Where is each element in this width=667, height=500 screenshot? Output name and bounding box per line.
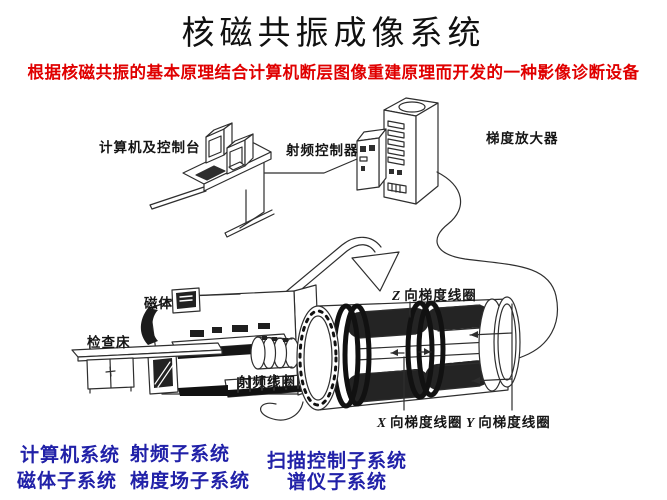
page-subtitle: 根据核磁共振的基本原理结合计算机断层图像重建原理而开发的一种影像诊断设备: [27, 64, 640, 82]
y-axis-letter: Y: [466, 415, 476, 430]
z-axis-letter: Z: [392, 288, 402, 303]
label-magnet: 磁体: [144, 296, 173, 311]
gradient-amplifier-drawing: [383, 97, 439, 205]
label-gradient-amplifier: 梯度放大器: [486, 131, 559, 146]
rf-controller-drawing: [356, 128, 387, 191]
subsystem-computer: 计算机系统: [20, 445, 121, 466]
x-axis-letter: X: [377, 415, 388, 430]
subsystem-scan-control: 扫描控制子系统: [267, 451, 408, 472]
rf-coil-drawing: [250, 336, 318, 370]
label-exam-bed: 检查床: [87, 335, 131, 350]
subsystem-gradient-field: 梯度场子系统: [130, 471, 251, 492]
subsystem-rf: 射频子系统: [130, 444, 231, 465]
explode-arrow: [239, 236, 400, 337]
y-coil-text: 向梯度线圈: [478, 415, 551, 430]
exam-bed-drawing: [71, 342, 223, 394]
subsystem-magnet: 磁体子系统: [17, 471, 118, 492]
subsystem-spectrometer: 谱仪子系统: [287, 472, 388, 493]
cable-console-to-rf: [264, 158, 358, 174]
page-title: 核磁共振成像系统: [181, 16, 486, 52]
z-coil-text: 向梯度线圈: [404, 288, 477, 303]
label-rf-coil: 射频线圈: [238, 375, 296, 390]
x-coil-text: 向梯度线圈: [390, 415, 463, 430]
computer-console-drawing: [149, 122, 275, 238]
cable-amplifier-to-coils: [436, 171, 558, 361]
gradient-coil-drawing: [260, 296, 521, 421]
label-rf-controller: 射频控制器: [286, 143, 359, 158]
label-computer-console: 计算机及控制台: [99, 140, 201, 155]
